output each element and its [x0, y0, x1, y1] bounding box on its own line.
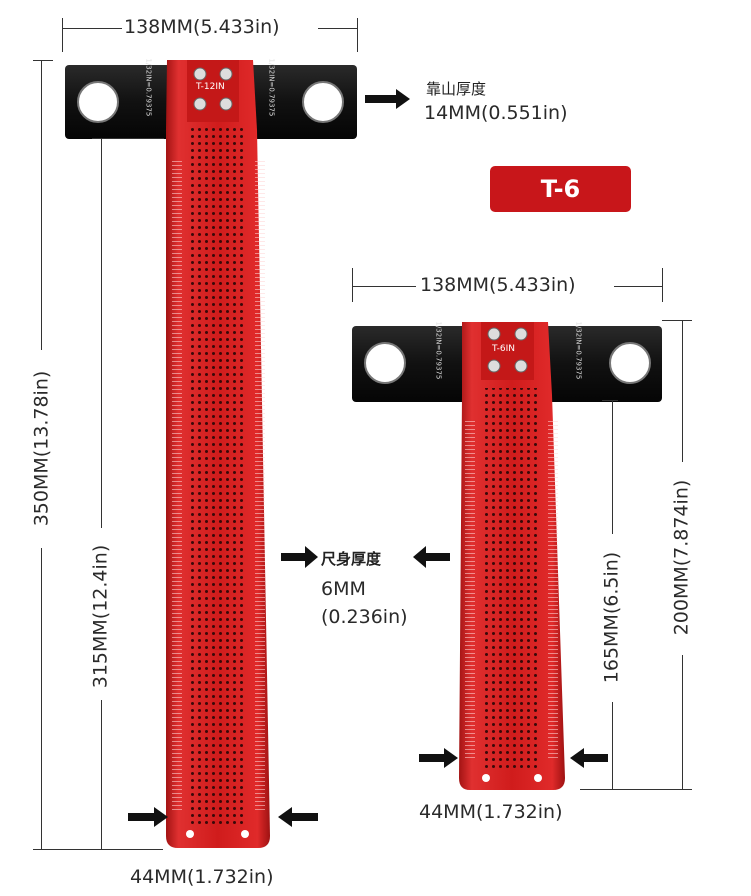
small-total-height: 200MM(7.874in) [670, 479, 693, 636]
large-total-height: 350MM(13.78in) [30, 370, 53, 527]
small-hole-grid [483, 388, 539, 768]
small-left-hole [364, 342, 406, 384]
small-height-tick-bottom [580, 789, 692, 790]
large-height-line-bottom [41, 548, 42, 849]
large-blade-line-bottom [101, 700, 102, 849]
small-blade-width: 44MM(1.732in) [419, 801, 563, 823]
large-width-arrow-right [278, 807, 318, 827]
small-height-line-top [682, 320, 683, 462]
small-t-square [352, 322, 662, 790]
large-height-line-top [41, 60, 42, 350]
small-head-label: T-6IN [492, 344, 516, 354]
large-top-width: 138MM(5.433in) [124, 16, 280, 38]
large-blade-length: 315MM(12.4in) [89, 544, 112, 689]
small-blade-length: 165MM(6.5in) [600, 551, 623, 684]
thickness-arrow-right [413, 546, 450, 568]
large-top-dim-tick-left [62, 18, 63, 52]
small-top-dim-line-left [352, 286, 416, 287]
large-blade-width: 44MM(1.732in) [130, 866, 274, 888]
arrows [128, 89, 608, 827]
large-left-hole [77, 81, 119, 123]
large-head-label: T-12IN [196, 82, 225, 92]
fence-thickness-value: 14MM(0.551in) [424, 102, 568, 124]
large-top-dim-line-left [62, 28, 122, 29]
small-top-dim-tick-left [352, 268, 353, 302]
large-blade-tick-top [92, 138, 164, 139]
small-blade-line-bottom [612, 702, 613, 789]
large-width-arrow-left [128, 807, 168, 827]
blade-thickness-in: (0.236in) [321, 606, 408, 628]
small-width-arrow-left [419, 748, 458, 768]
large-blade-line-top [101, 138, 102, 528]
small-head-scale-left: 1/32IN=0.79375 [434, 321, 443, 380]
fence-thickness-cn: 靠山厚度 [426, 80, 487, 98]
large-height-tick-top [33, 60, 53, 61]
blade-thickness-cn: 尺身厚度 [321, 550, 382, 568]
small-top-width: 138MM(5.433in) [420, 274, 576, 296]
small-height-tick-top [662, 320, 692, 321]
large-right-hole [302, 81, 344, 123]
large-t-square [65, 60, 357, 848]
small-top-dim-tick-right [662, 268, 663, 302]
small-top-dim-line-right [614, 286, 662, 287]
small-blade-line-top [612, 400, 613, 534]
thickness-arrow-left [281, 546, 318, 568]
large-top-dim-line-right [318, 28, 357, 29]
small-height-line-bottom [682, 655, 683, 789]
model-badge: T-6 [490, 166, 631, 212]
blade-thickness-mm: 6MM [321, 578, 366, 600]
large-height-tick-bottom [33, 849, 163, 850]
large-top-dim-tick-right [357, 18, 358, 52]
fence-arrow [365, 89, 410, 109]
small-blade-tick-top [602, 400, 618, 401]
large-hole-grid [190, 125, 246, 825]
large-head-scale-left: 1/32IN=0.79375 [144, 58, 153, 117]
small-head-scale-right: 1/32IN=0.79375 [574, 321, 583, 380]
small-right-hole [609, 342, 651, 384]
small-width-arrow-right [570, 748, 608, 768]
large-head-scale-right: 1/32IN=0.79375 [267, 58, 276, 117]
